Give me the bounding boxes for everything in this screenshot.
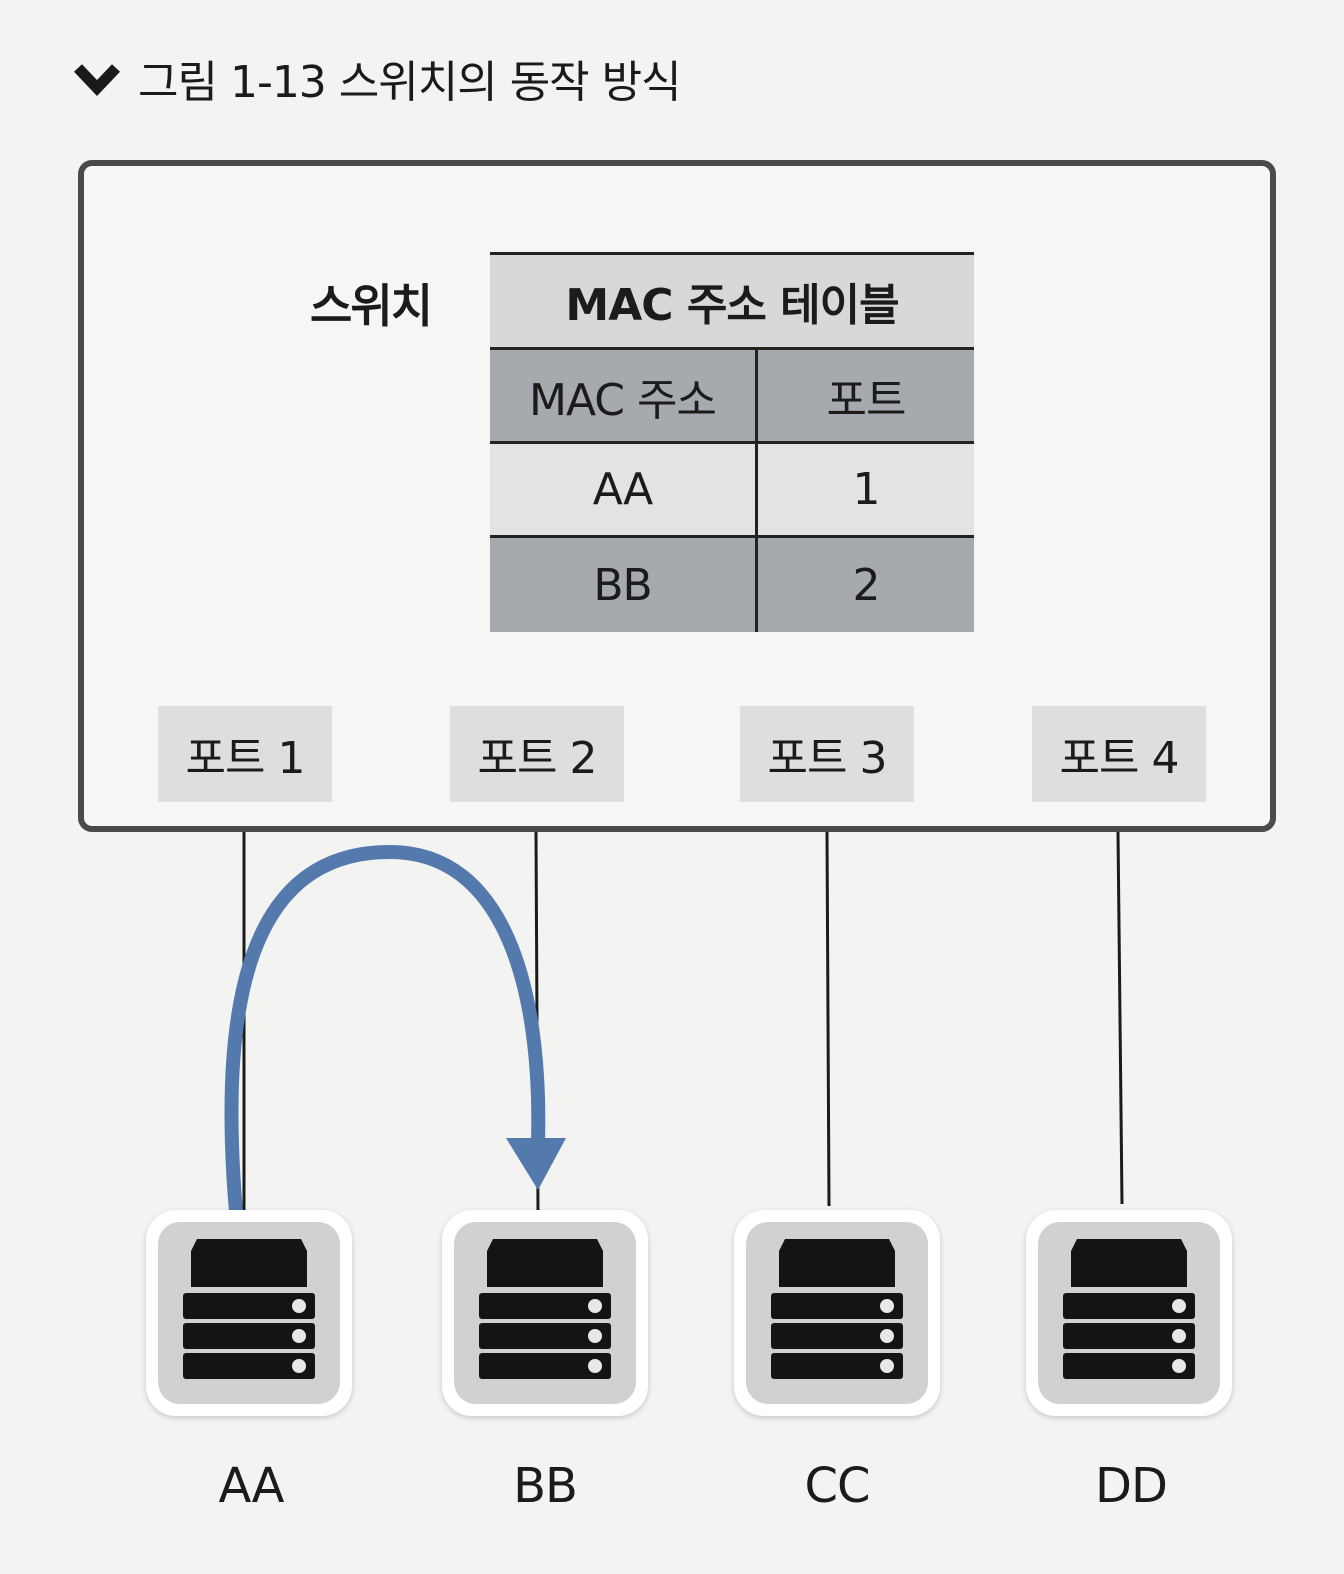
mac-table-header-mac: MAC 주소 xyxy=(490,350,758,441)
server-icon xyxy=(1063,1239,1195,1379)
mac-table-caption: MAC 주소 테이블 xyxy=(490,255,974,350)
server-icon xyxy=(771,1239,903,1379)
server-icon xyxy=(183,1239,315,1379)
mac-table-cell-port: 2 xyxy=(852,559,881,611)
mac-address-table: MAC 주소 테이블 MAC 주소 포트 AA 1 BB 2 xyxy=(490,252,974,632)
switch-label: 스위치 xyxy=(310,279,433,333)
host-aa-server xyxy=(146,1210,352,1416)
host-label-aa: AA xyxy=(218,1458,284,1514)
forwarding-arrow-head xyxy=(506,1138,566,1190)
chevron-down-icon xyxy=(72,60,122,96)
host-label-bb: BB xyxy=(513,1458,578,1514)
host-dd-server xyxy=(1026,1210,1232,1416)
mac-table-row: AA 1 xyxy=(490,444,974,538)
switch-port-2: 포트 2 xyxy=(450,706,624,802)
forwarding-arrow-path xyxy=(224,844,546,1219)
link-port4-dd xyxy=(1116,831,1124,1205)
mac-table-header-row: MAC 주소 포트 xyxy=(490,350,974,444)
figure-title: 그림 1-13 스위치의 동작 방식 xyxy=(72,46,682,110)
mac-table-cell-mac: BB xyxy=(490,538,758,632)
link-port3-cc xyxy=(825,831,831,1207)
mac-table-header-port: 포트 xyxy=(826,374,907,426)
switch-port-1: 포트 1 xyxy=(158,706,332,802)
server-icon xyxy=(479,1239,611,1379)
mac-table-cell-port: 1 xyxy=(852,464,881,515)
host-bb-server xyxy=(442,1210,648,1416)
mac-table-cell-mac: AA xyxy=(490,444,758,535)
switch-port-3: 포트 3 xyxy=(740,706,914,802)
host-cc-server xyxy=(734,1210,940,1416)
switch-port-4: 포트 4 xyxy=(1032,706,1206,802)
figure-title-text: 그림 1-13 스위치의 동작 방식 xyxy=(138,57,682,108)
host-label-dd: DD xyxy=(1095,1458,1168,1514)
mac-table-row: BB 2 xyxy=(490,538,974,632)
host-label-cc: CC xyxy=(804,1458,870,1514)
